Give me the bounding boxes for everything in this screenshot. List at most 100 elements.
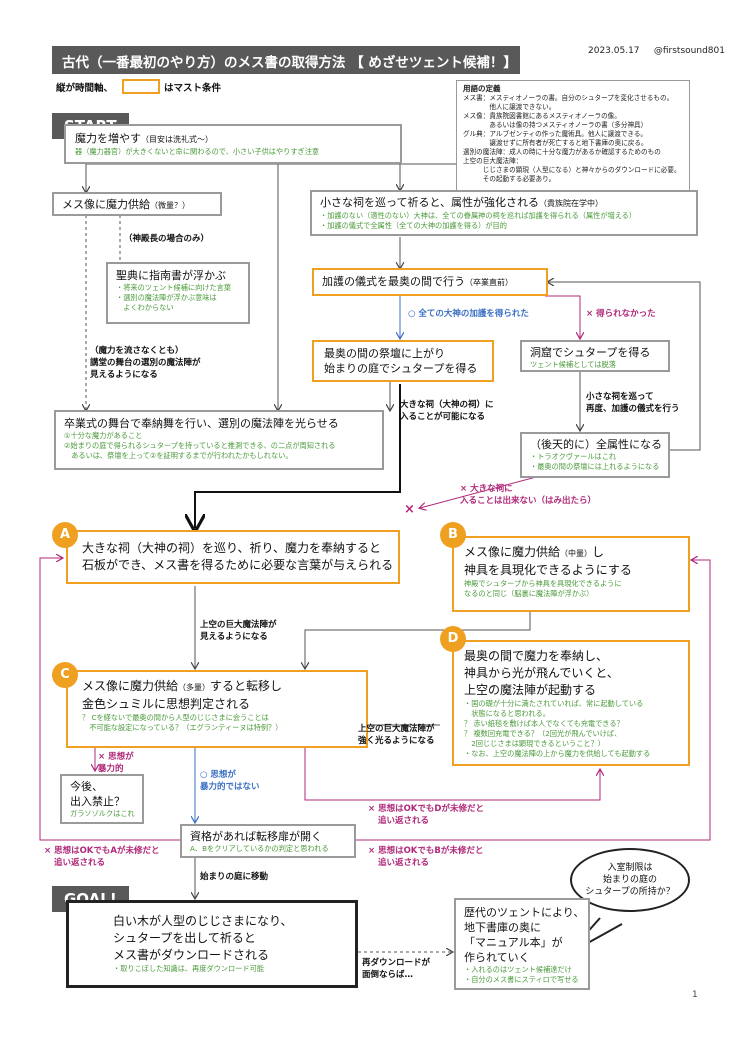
label-redownload-2: 面倒ならば…: [362, 970, 414, 980]
step-d-note: ・国の礎が十分に満たされていれば、常に起動している: [464, 699, 644, 708]
bubble-line: 始まりの庭の: [602, 875, 657, 885]
label-ok-no-b-1: × 思想はOKでもBが未修だと: [368, 846, 484, 856]
altar-box: 最奥の間の祭壇に上がり 始まりの庭でシュタープを得る: [312, 340, 494, 382]
label-nonviolent-1: ○ 思想が: [200, 770, 236, 780]
bubble-line: 入室制限は: [607, 863, 653, 873]
all-attribute-note: ・トラオクヴァールはこれ: [530, 452, 617, 461]
step-c-line1-small: （多量）: [178, 683, 211, 692]
label-small-again-1: 小さな祠を巡って: [586, 392, 654, 402]
scripture-note: ・選別の魔法陣が浮かぶ意味は: [116, 293, 217, 302]
manual-book-box: 歴代のツェントにより、 地下書庫の奥に 「マニュアル本」が 作られていく ・入れ…: [454, 898, 590, 990]
blessing-title: 加護の儀式を最奥の間で行う: [322, 275, 465, 288]
label-got-all-blessings: ○ 全ての大神の加護を得られた: [408, 309, 529, 319]
step-b-line1: メス像に魔力供給: [464, 545, 561, 559]
step-b-box: メス像に魔力供給（中量）し 神具を具現化できるようにする 神殿でシュタープから神…: [452, 536, 690, 612]
step-d-box: 最奥の間で魔力を奉納し、 神具から光が飛んでいくと、 上空の魔法陣が起動する ・…: [452, 640, 690, 766]
step-c-line2: 金色シュミルに思想判定される: [82, 697, 251, 711]
step-d-note: ？ 赤い紙毯を敷けば本人でなくても充電できる？: [464, 719, 624, 728]
mana-title-small: （目安は洗礼式〜）: [141, 135, 213, 144]
manual-line3: 「マニュアル本」が: [464, 936, 563, 949]
banned-box: 今後、 出入禁止？ ガラソゾルクはこれ: [60, 774, 144, 824]
mes-supply-small-sub: （微量？）: [150, 201, 190, 210]
all-attribute-note: ・最奥の間の祭壇には上れるようになる: [530, 462, 660, 471]
graduation-title: 卒業式の舞台で奉納舞を行い、選別の魔法陣を光らせる: [64, 417, 339, 430]
banned-note: ガラソゾルクはこれ: [70, 809, 135, 818]
step-c-line1-tail: すると転移し: [210, 679, 283, 693]
label-mana-flow-2: 講堂の舞台の選別の魔法陣が: [90, 358, 201, 368]
cave-title: 洞窟でシュタープを得る: [530, 346, 651, 359]
step-b-line1-tail: し: [592, 545, 605, 559]
blessing-ritual-box: 加護の儀式を最奥の間で行う（卒業直前）: [312, 268, 548, 296]
label-mana-flow-1: （魔力を流さなくとも）: [90, 346, 184, 356]
step-d-line3: 上空の魔法陣が起動する: [464, 683, 597, 697]
cross-mark-icon: ×: [404, 502, 415, 517]
step-c-box: メス像に魔力供給（多量）すると転移し 金色シュミルに思想判定される ？ Cを経な…: [66, 670, 368, 748]
shrines-small-note: ・加護のない（適性のない）大神は、全ての眷属神の祠を巡れば加護を得られる（属性が…: [320, 211, 637, 220]
definition-line: その起動する必要あり。: [463, 175, 556, 183]
graduation-box: 卒業式の舞台で奉納舞を行い、選別の魔法陣を光らせる ①十分な魔力があること ②始…: [54, 410, 384, 470]
mes-supply-small-title: メス像に魔力供給: [62, 198, 150, 211]
definition-line: 選別の魔法陣：成人の時に十分な魔力があるか確認するためのもの: [463, 148, 661, 156]
step-d-circle: D: [440, 626, 466, 652]
step-b-note: 神殿でシュタープから神具を具現化できるように: [464, 579, 622, 588]
banned-line1: 今後、: [70, 780, 103, 793]
step-c-circle: C: [52, 662, 78, 688]
scripture-note: ・将来のツェント候補に向けた言葉: [116, 283, 232, 292]
transfer-door-box: 資格があれば転移扉が開く A、Bをクリアしているかの判定と思われる: [180, 824, 356, 858]
step-d-note: 状態になると思われる。: [464, 709, 550, 718]
cave-note: ツェント候補としては脱落: [530, 360, 616, 369]
step-c-note: 不可能な設定になっている？（エグランティーヌは特例？）: [82, 723, 283, 732]
label-big-shrine-1: 大きな祠（大神の祠）に: [400, 400, 494, 410]
legend-vertical-axis: 縦が時間軸、: [56, 83, 114, 94]
label-big-shrine-2: 入ることが可能になる: [400, 412, 486, 422]
label-visible-2: 見えるようになる: [200, 632, 268, 642]
step-b-line1-small: （中量）: [560, 549, 593, 558]
step-b-circle: B: [440, 522, 466, 548]
speech-bubble: 入室制限は 始まりの庭の シュタープの所持か？: [570, 848, 690, 912]
scripture-box: 聖典に指南書が浮かぶ ・将来のツェント候補に向けた言葉 ・選別の魔法陣が浮かぶ意…: [106, 262, 250, 324]
label-cannot-enter-2: 入ることは出来ない（はみ出たら）: [460, 496, 597, 506]
definition-line: 上空の巨大魔法陣：: [463, 157, 523, 165]
door-note: A、Bをクリアしているかの判定と思われる: [190, 844, 329, 853]
step-d-note: 2回じじさまは顕現できるということ？）: [464, 739, 605, 748]
shrines-small-title: 小さな祠を巡って祈ると、属性が強化される: [320, 196, 540, 209]
goal-line1: 白い木が人型のじじさまになり、: [113, 914, 293, 928]
author-text: @firstsound801: [653, 46, 725, 56]
legend-must-condition: はマスト条件: [164, 83, 222, 94]
all-attribute-box: （後天的に）全属性になる ・トラオクヴァールはこれ ・最奥の間の祭壇には上れるよ…: [520, 432, 670, 478]
label-redownload-1: 再ダウンロードが: [362, 958, 431, 968]
page-number: 1: [692, 990, 698, 1000]
graduation-note: ①十分な魔力があること: [64, 431, 143, 440]
page-title: 古代（一番最初のやり方）のメス書の取得方法 【 めざせツェント候補！】: [52, 46, 520, 74]
goal-line2: シュタープを出して祈ると: [113, 931, 256, 945]
manual-line4: 作られていく: [464, 951, 530, 964]
mana-note: 器（魔力器官）が大きくないと命に関わるので、小さい子供はやりすぎ注意: [75, 147, 320, 156]
label-cannot-enter-1: × 大きな祠に: [460, 484, 513, 494]
goal-box: 白い木が人型のじじさまになり、 シュタープを出して祈ると メス書がダウンロードさ…: [66, 900, 358, 988]
label-small-again-2: 再度、加護の儀式を行う: [586, 404, 680, 414]
date-text: 2023.05.17: [588, 46, 640, 56]
label-visible-1: 上空の巨大魔法陣が: [200, 620, 277, 630]
label-ok-no-d-2: 追い返される: [378, 816, 430, 826]
step-c-line1: メス像に魔力供給: [82, 679, 179, 693]
step-b-line2: 神具を具現化できるようにする: [464, 563, 632, 577]
step-c-note: ？ Cを経ないで最奥の間から人型のじじさまに会うことは: [82, 713, 269, 722]
shrines-small-box: 小さな祠を巡って祈ると、属性が強化される（貴族院在学中） ・加護のない（適性のな…: [310, 190, 698, 236]
blessing-sub: （卒業直前）: [465, 278, 513, 287]
shrines-small-note: ・加護の儀式で全属性（全ての大神の加護を得る）が目的: [320, 221, 507, 230]
date-author: 2023.05.17 @firstsound801: [588, 46, 725, 56]
mana-box: 魔力を増やす（目安は洗礼式〜） 器（魔力器官）が大きくないと命に関わるので、小さ…: [64, 124, 402, 164]
definition-line: じじさまの顕現（人型になる）と神々からのダウンロードに必要。: [463, 166, 681, 174]
label-ok-no-a-2: 追い返される: [54, 858, 106, 868]
label-mana-flow-3: 見えるようになる: [90, 370, 158, 380]
definitions-box: 用語の定義 メス書：メスティオノーラの書。自分のシュタープを変化させるもの。 他…: [456, 80, 690, 192]
mana-title: 魔力を増やす: [75, 132, 141, 145]
definitions-title: 用語の定義: [463, 84, 501, 93]
definition-line: 他人に譲渡できない。: [463, 103, 556, 111]
door-title: 資格があれば転移扉が開く: [190, 830, 322, 843]
step-d-line2: 神具から光が飛んでいくと、: [464, 666, 619, 680]
label-ok-no-b-2: 追い返される: [378, 858, 430, 868]
label-priest-only: （神殿長の場合のみ）: [124, 234, 210, 244]
graduation-note: ②始まりの庭で得られるシュタープを持っていると推測できる、の二点が周知される: [64, 441, 336, 450]
